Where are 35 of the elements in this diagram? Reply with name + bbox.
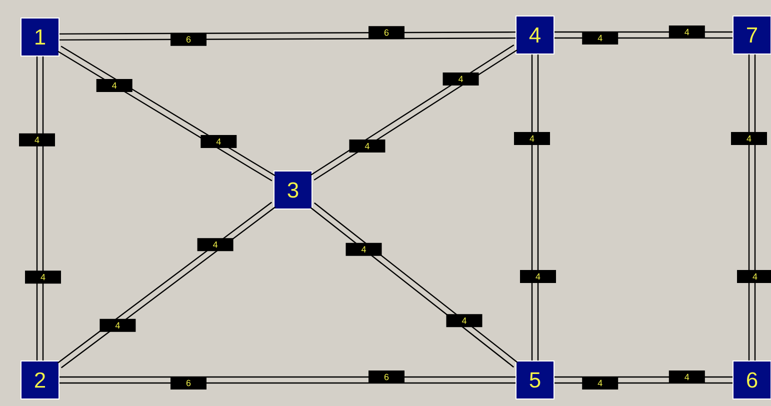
node-box: 1 bbox=[20, 18, 60, 56]
edge-label: 4 bbox=[197, 238, 234, 252]
node-box: 4 bbox=[516, 16, 554, 54]
edge-label: 4 bbox=[446, 314, 482, 328]
edge-label: 4 bbox=[582, 32, 618, 44]
link-line bbox=[748, 54, 750, 360]
node-box: 2 bbox=[20, 360, 60, 400]
node-box: 7 bbox=[732, 16, 771, 54]
edge-label: 4 bbox=[520, 270, 556, 283]
edge-label: 4 bbox=[100, 318, 136, 332]
edge-label: 6 bbox=[170, 376, 206, 390]
edge-label: 4 bbox=[96, 78, 132, 92]
edge-label: 4 bbox=[346, 242, 382, 256]
link-line bbox=[36, 56, 38, 360]
link-line bbox=[754, 54, 756, 360]
edge-label: 4 bbox=[731, 132, 767, 145]
node-box: 3 bbox=[274, 170, 312, 210]
edge-label: 6 bbox=[368, 370, 404, 384]
link-line bbox=[42, 56, 44, 360]
edge-label: 6 bbox=[170, 32, 207, 46]
edge-label: 4 bbox=[668, 370, 705, 384]
link-line bbox=[537, 54, 539, 360]
edge-label: 4 bbox=[19, 133, 55, 146]
node-box: 5 bbox=[516, 360, 554, 400]
node-box: 6 bbox=[732, 360, 771, 400]
link-line bbox=[531, 54, 533, 360]
edge-label: 4 bbox=[582, 376, 618, 390]
edge-label: 4 bbox=[200, 135, 237, 148]
edge-label: 6 bbox=[368, 26, 404, 40]
edge-label: 4 bbox=[349, 140, 386, 153]
edge-label: 4 bbox=[25, 270, 61, 284]
edge-label: 4 bbox=[737, 270, 771, 283]
edge-label: 4 bbox=[514, 132, 550, 145]
edge-label: 4 bbox=[668, 26, 705, 38]
edge-label: 4 bbox=[442, 72, 479, 86]
